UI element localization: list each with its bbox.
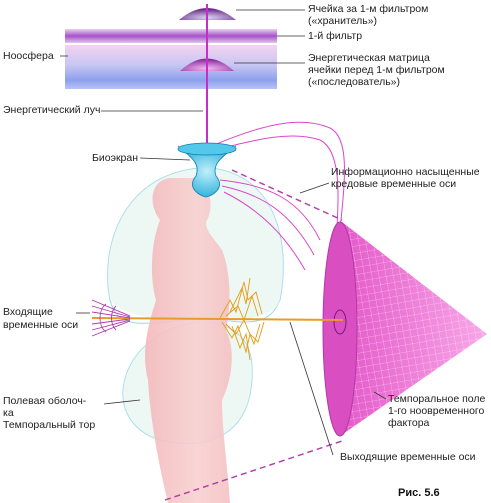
- label-temporal-field-3: фактора: [388, 417, 430, 429]
- label-temporal-field-2: 1-го нoовременного: [388, 405, 485, 417]
- label-info-axes-2: кредовые временные оси: [331, 178, 457, 190]
- credo-time-axes: [206, 121, 345, 271]
- label-info-axes-1: Информационно насыщенные: [331, 166, 480, 178]
- cone-core: [333, 309, 347, 335]
- label-matrix-2: ячейки перед 1-м фильтром: [308, 64, 445, 76]
- dashed-connector-bottom: [164, 439, 346, 501]
- label-field-shell-1: Полевая оболоч-: [3, 395, 87, 407]
- label-cell-beyond-filter: Ячейка за 1-м фильтром: [308, 3, 429, 15]
- first-filter-bar: [65, 29, 277, 43]
- lightning-burst: [219, 277, 265, 361]
- dashed-connector-top: [231, 169, 343, 221]
- label-matrix-3: («последователь»): [308, 76, 400, 88]
- label-cell-keeper: («хранитель»): [308, 15, 378, 27]
- noosphere-layer: [65, 45, 277, 89]
- label-outgoing-axes: Выходящие временные оси: [340, 451, 476, 463]
- label-noosphere: Ноосфера: [3, 50, 54, 62]
- label-first-filter: 1-й фильтр: [308, 30, 363, 42]
- label-energy-beam: Энергетический луч: [3, 104, 101, 116]
- label-incoming-2: временные оси: [3, 319, 79, 331]
- figure-caption: Рис. 5.6: [398, 487, 440, 499]
- human-body: [145, 178, 232, 503]
- label-field-shell-2: ка: [3, 407, 14, 419]
- label-bioscreen: Биоэкран: [92, 152, 139, 164]
- label-temporal-torus: Темпоральный тор: [3, 419, 96, 431]
- label-matrix-1: Энергетическая матрица: [308, 52, 430, 64]
- cone-base: [322, 221, 358, 437]
- bioscreen: [177, 142, 237, 198]
- temporal-axis: [91, 317, 344, 321]
- incoming-axes: [91, 299, 131, 337]
- label-incoming-1: Входящие: [3, 306, 53, 318]
- label-temporal-field-1: Темпоральное поле: [388, 393, 486, 405]
